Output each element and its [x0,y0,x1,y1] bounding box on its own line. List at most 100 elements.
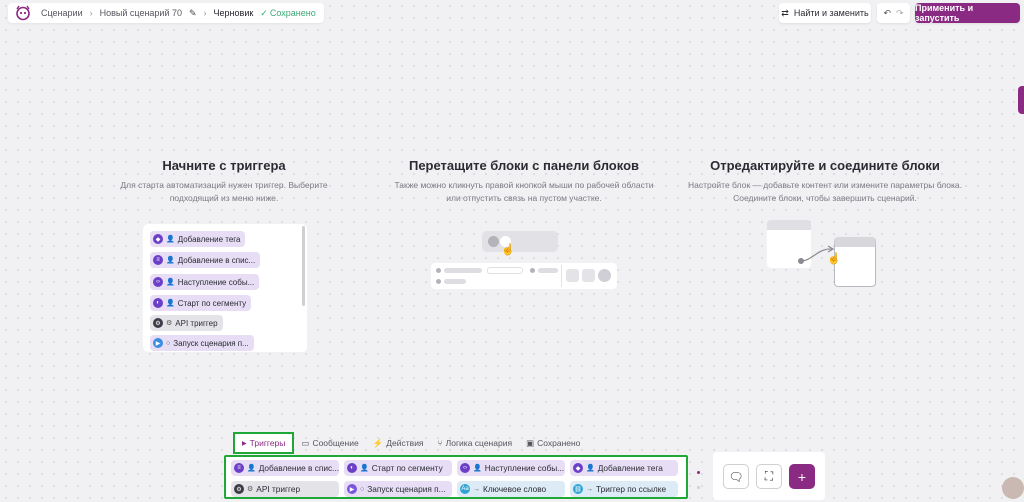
palette-item-label: API триггер [256,484,301,494]
person-icon: 👤 [166,257,175,264]
chip-label: Запуск сценария п... [173,338,249,348]
palette-item[interactable]: ⚙⚙ API триггер [231,481,339,497]
dot [436,268,441,273]
palette-item[interactable]: Aa→ Ключевое слово [457,481,565,497]
side-panel-handle[interactable] [1018,86,1024,114]
redo-icon[interactable]: ↷ [896,7,904,18]
palette-item[interactable]: ⛓→ Триггер по ссылке [570,481,678,497]
palette-item[interactable]: ◐👤 Старт по сегменту [344,460,452,476]
divider [561,265,562,287]
tab-label: Сохранено [537,438,581,448]
illus-trigger-chip: ◐👤 Старт по сегменту [150,295,252,311]
segment-icon: ◐ [347,463,357,473]
palette-tabs: ▶ Триггеры ▭ Сообщение ⚡ Действия ⑂ Логи… [233,432,587,454]
avatar[interactable] [1002,477,1024,499]
save-icon: ▣ [526,437,535,448]
undo-redo-group: ↶ ↷ [877,3,910,23]
block-square [582,269,595,282]
onboarding-step-drag: Перетащите блоки с панели блоков Также м… [392,158,656,205]
illus-trigger-chip: ‹›👤 Наступление собы... [150,274,260,290]
replace-icon: ⇄ [781,7,789,18]
palette-item-label: Запуск сценария п... [367,484,446,494]
person-icon: 👤 [247,465,256,472]
branch-icon: ⑂ [437,438,443,448]
pencil-icon[interactable]: ✎ [189,7,197,18]
logo-icon[interactable] [12,4,34,22]
tab-label: Логика сценария [445,438,513,448]
palette-item-label: Добавление в спис... [258,463,339,473]
chip-label: Добавление тега [177,234,241,244]
placeholder-bar [444,268,482,273]
palette-item[interactable]: ◆👤 Добавление тега [570,460,678,476]
list-icon: ≡ [234,463,244,473]
message-icon: ▭ [301,437,310,448]
palette-item[interactable]: ▶○ Запуск сценария п... [344,481,452,497]
tab-label: Действия [386,438,424,448]
arrow-icon: → [473,485,480,493]
arrow-icon: → [586,485,593,493]
illus-trigger-chip: ▶○ Запуск сценария п... [150,335,254,351]
breadcrumb-scenario-name[interactable]: Новый сценарий 70 [99,8,182,18]
palette-scroll-indicator[interactable] [697,471,700,474]
hand-cursor-icon: ☝ [827,253,841,265]
palette-item-label: Ключевое слово [483,484,547,494]
block-illustration-b [834,237,876,287]
tab-logic[interactable]: ⑂ Логика сценария [431,433,520,453]
find-replace-button[interactable]: ⇄ Найти и заменить [779,3,871,23]
loop-icon: ○ [166,339,171,347]
tab-label: Триггеры [249,438,286,448]
breadcrumb-scenarios[interactable]: Сценарии [41,8,83,18]
step-text: Для старта автоматизаций нужен триггер. … [120,180,328,203]
onboarding-step-trigger: Начните с триггера Для старта автоматиза… [104,158,344,205]
apply-run-button[interactable]: Применить и запустить [915,3,1020,23]
hand-cursor-icon: ☝ [501,244,515,256]
fullscreen-button[interactable]: ⛶ [756,464,782,489]
tab-saved[interactable]: ▣ Сохранено [519,433,587,453]
comment-button[interactable]: 🗨 [723,464,749,489]
person-icon: 👤 [166,300,175,307]
gear-icon: ⚙ [247,486,254,493]
list-icon: ≡ [153,255,163,265]
tab-message[interactable]: ▭ Сообщение [294,433,365,453]
chip-label: API триггер [175,318,218,328]
placeholder-bar [487,267,523,274]
person-icon: 👤 [166,279,175,286]
tag-icon: ◆ [153,234,163,244]
step-title: Перетащите блоки с панели блоков [408,158,640,173]
person-icon: 👤 [586,465,595,472]
plus-icon: + [797,468,807,485]
play-icon: ▶ [153,338,163,348]
dot [530,268,535,273]
add-block-button[interactable]: + [789,464,815,489]
undo-icon[interactable]: ↶ [883,7,891,18]
check-icon: ✓ [260,7,268,18]
code-icon: ‹› [460,463,470,473]
palette-item[interactable]: ‹›👤 Наступление собы... [457,460,565,476]
api-icon: ⚙ [234,484,244,494]
palette-item-label: Старт по сегменту [371,463,443,473]
find-replace-label: Найти и заменить [793,8,869,18]
tab-triggers[interactable]: ▶ Триггеры [233,432,295,454]
palette-item-label: Триггер по ссылке [596,484,667,494]
palette-item[interactable]: ≡👤 Добавление в спис... [231,460,339,476]
step-title: Отредактируйте и соедините блоки [710,158,940,173]
canvas-tools: 🗨 ⛶ + [713,452,825,500]
palette-scroll-indicator[interactable] [697,486,700,489]
illus-trigger-chip: ⚙⚙ API триггер [150,315,223,331]
link-icon: ⛓ [573,484,583,494]
placeholder-bar [538,268,558,273]
block-circle [598,269,611,282]
dot [436,279,441,284]
block-panel-illustration [431,263,617,289]
saved-indicator: ✓ Сохранено [260,8,315,19]
code-icon: ‹› [153,277,163,287]
chip-label: Добавление в спис... [177,255,256,265]
onboarding-step-connect: Отредактируйте и соедините блоки Настрой… [680,158,970,205]
api-icon: ⚙ [153,318,163,328]
chevron-right-icon: › [89,8,93,18]
drag-block-illustration [482,231,558,252]
tab-actions[interactable]: ⚡ Действия [366,433,431,453]
comment-icon: 🗨 [728,469,744,484]
trigger-list-illustration: ◆👤 Добавление тега ≡👤 Добавление в спис.… [143,224,307,352]
tag-icon: ◆ [573,463,583,473]
